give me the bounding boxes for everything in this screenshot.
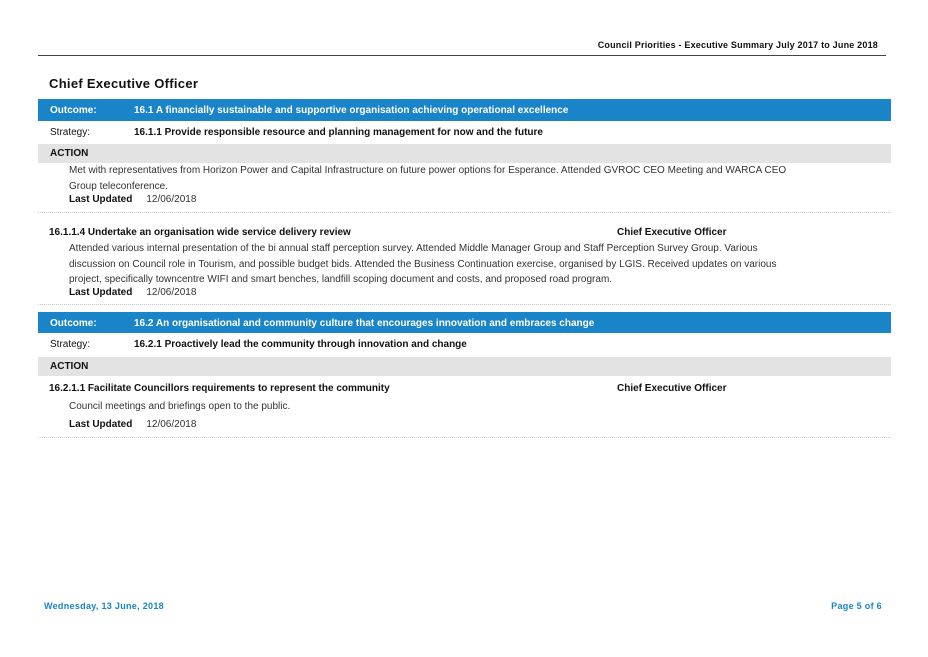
header-divider — [38, 55, 886, 56]
strategy-row: Strategy: 16.1.1 Provide responsible res… — [38, 121, 891, 143]
strategy-row: Strategy: 16.2.1 Proactively lead the co… — [38, 333, 891, 355]
action-header: ACTION — [38, 357, 891, 376]
outcome-label: Outcome: — [50, 317, 97, 329]
last-updated-date: 12/06/2018 — [146, 287, 197, 298]
footer-date: Wednesday, 13 June, 2018 — [44, 601, 164, 611]
last-updated-date: 12/06/2018 — [146, 194, 197, 205]
action-label: ACTION — [50, 148, 89, 159]
last-updated-label: Last Updated — [69, 419, 133, 430]
outcome-bar: Outcome: 16.2 An organisational and comm… — [38, 312, 891, 334]
strategy-text: 16.2.1 Proactively lead the community th… — [134, 338, 467, 350]
dotted-divider — [38, 437, 891, 438]
action-item-row: 16.1.1.4 Undertake an organisation wide … — [49, 227, 888, 238]
action-label: ACTION — [50, 361, 89, 372]
dotted-divider — [38, 212, 891, 213]
last-updated: Last Updated 12/06/2018 — [69, 287, 196, 298]
action-item-owner: Chief Executive Officer — [617, 383, 727, 394]
action-item-owner: Chief Executive Officer — [617, 227, 727, 238]
strategy-label: Strategy: — [50, 126, 91, 138]
report-header-title: Council Priorities - Executive Summary J… — [597, 40, 878, 50]
dotted-divider — [38, 304, 891, 305]
last-updated-label: Last Updated — [69, 194, 133, 205]
last-updated: Last Updated 12/06/2018 — [69, 419, 196, 430]
action-item-row: 16.2.1.1 Facilitate Councillors requirem… — [49, 383, 888, 394]
action-description: Council meetings and briefings open to t… — [69, 401, 291, 412]
strategy-label: Strategy: — [50, 338, 91, 350]
outcome-bar: Outcome: 16.1 A financially sustainable … — [38, 99, 891, 121]
outcome-text: 16.1 A financially sustainable and suppo… — [134, 104, 569, 116]
action-header: ACTION — [38, 144, 891, 163]
action-description: Met with representatives from Horizon Po… — [69, 165, 787, 192]
page-number: Page 5 of 6 — [831, 601, 882, 611]
last-updated-date: 12/06/2018 — [146, 419, 197, 430]
action-item-title: 16.1.1.4 Undertake an organisation wide … — [49, 227, 351, 238]
last-updated: Last Updated 12/06/2018 — [69, 194, 196, 205]
last-updated-label: Last Updated — [69, 287, 133, 298]
outcome-label: Outcome: — [50, 104, 97, 116]
action-description: Attended various internal presentation o… — [69, 243, 777, 285]
outcome-text: 16.2 An organisational and community cul… — [134, 317, 595, 329]
action-item-title: 16.2.1.1 Facilitate Councillors requirem… — [49, 383, 390, 394]
strategy-text: 16.1.1 Provide responsible resource and … — [134, 126, 543, 138]
section-title: Chief Executive Officer — [49, 76, 199, 91]
